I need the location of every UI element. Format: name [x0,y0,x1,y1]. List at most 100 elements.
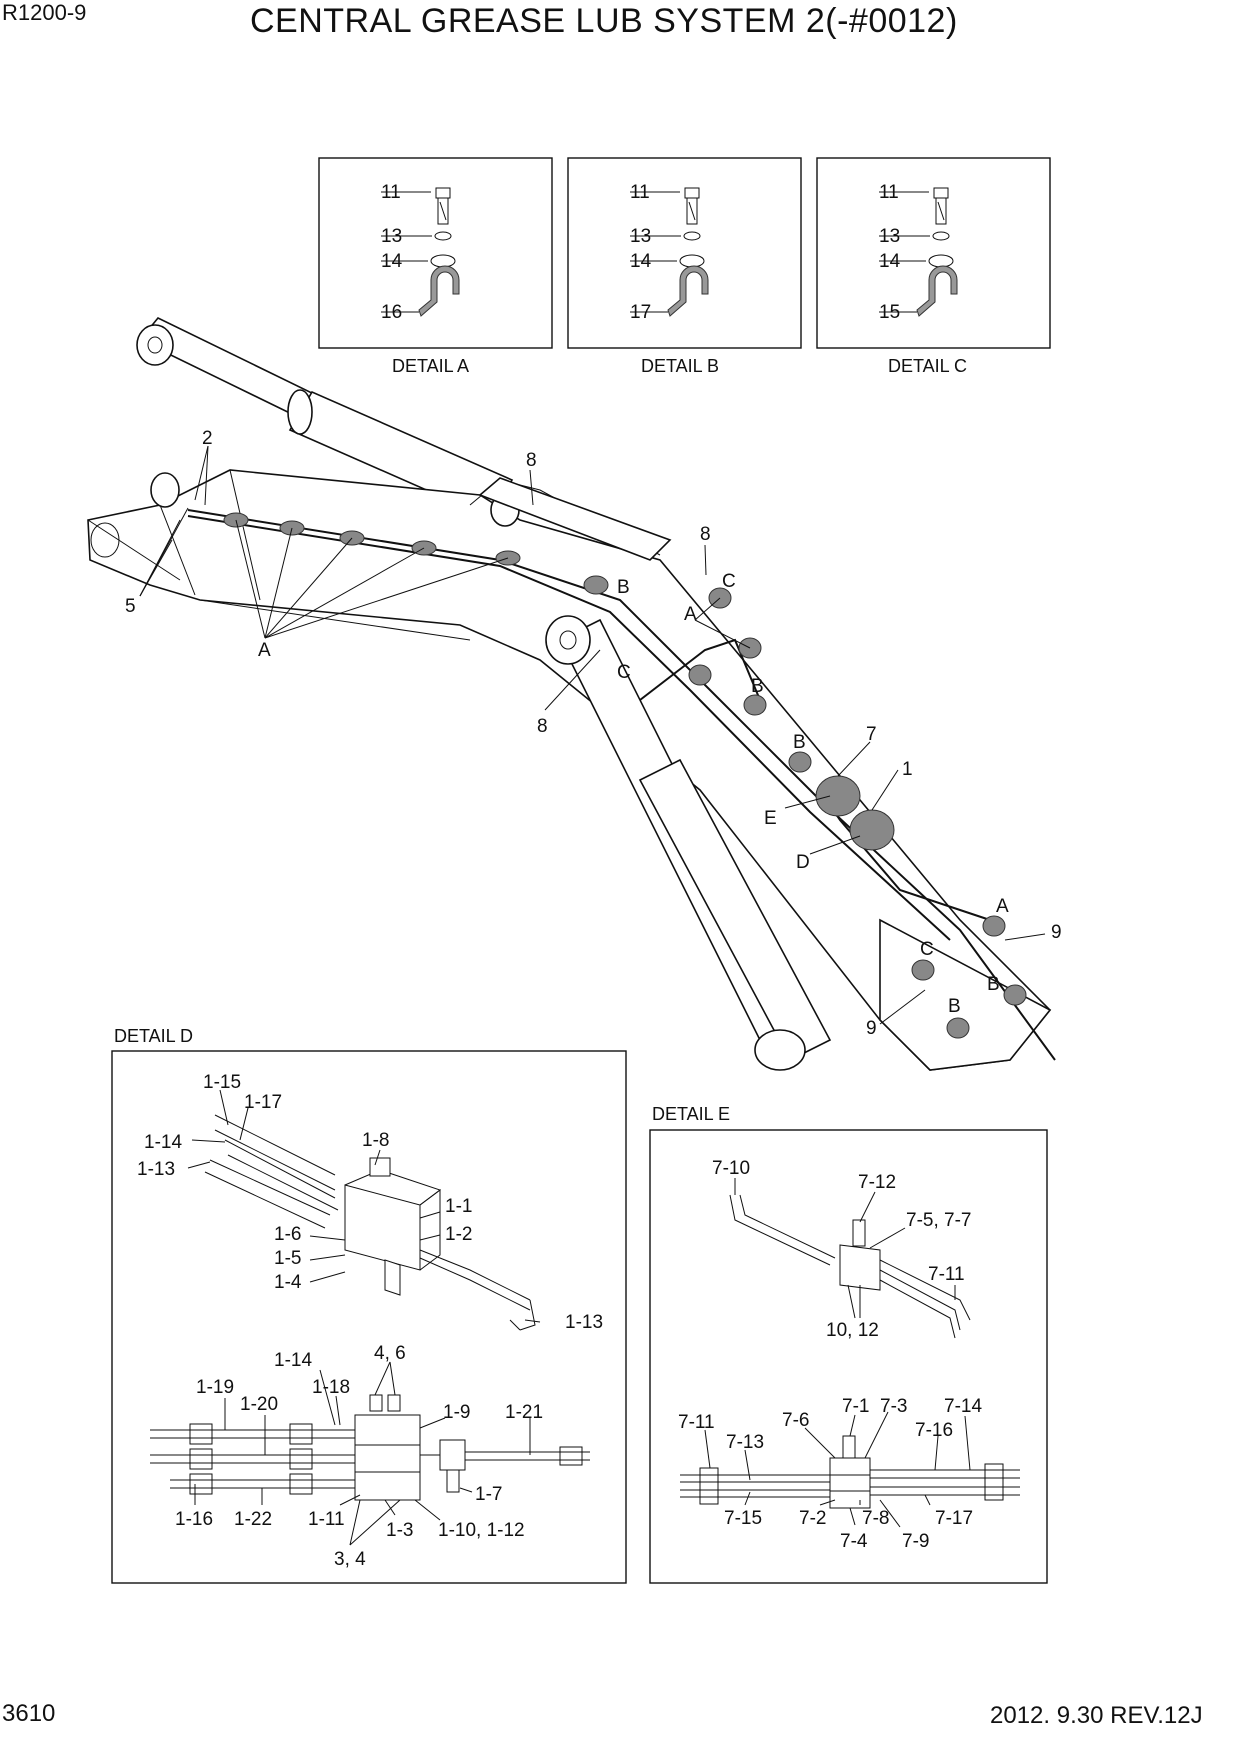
page-title: CENTRAL GREASE LUB SYSTEM 2(-#0012) [250,2,958,40]
detail-d-plan-view [150,1394,590,1501]
detail-e-caption: DETAIL E [652,1104,730,1124]
e-label-7-1: 7-1 [842,1396,869,1417]
e-label-7-10: 7-10 [712,1158,750,1179]
d-label-1-14b: 1-14 [274,1350,312,1371]
detail-a-caption: DETAIL A [392,356,469,376]
callout-c-2: C [617,662,631,683]
callout-c-1: C [722,571,736,592]
e-label-7-8: 7-8 [862,1508,889,1529]
e-label-7-15: 7-15 [724,1508,762,1529]
callout-d: D [796,852,810,873]
e-label-7-5-7-7: 7-5, 7-7 [906,1210,971,1231]
e-label-7-9: 7-9 [902,1531,929,1552]
e-label-7-17: 7-17 [935,1508,973,1529]
detail-d-box: DETAIL D 1-15 1-17 [111,1026,627,1584]
detail-c-caption: DETAIL C [888,356,967,376]
d-label-1-13b: 1-13 [565,1312,603,1333]
d-label-1-20: 1-20 [240,1394,278,1415]
d-label-1-16: 1-16 [175,1509,213,1530]
d-label-4-6: 4, 6 [374,1343,406,1364]
boom-cylinder-eye [545,615,591,665]
e-label-10-12: 10, 12 [826,1320,879,1341]
detail-b-part-11: 11 [630,182,650,203]
d-label-1-9: 1-9 [443,1402,470,1423]
d-label-1-22: 1-22 [234,1509,272,1530]
detail-a-part-13: 13 [381,226,402,247]
d-label-1-19: 1-19 [196,1377,234,1398]
callout-c-3: C [920,939,934,960]
detail-e-iso-view [729,1194,971,1339]
detail-e-plan-leaders [704,1411,971,1528]
detail-b-part-14: 14 [630,251,652,272]
d-label-1-21: 1-21 [505,1402,543,1423]
callout-a-end: A [996,896,1009,917]
boom-arm-assembly: 2 5 A 8 8 8 B C A C B B 7 1 E D A 9 C B … [87,317,1062,1071]
d-label-1-3: 1-3 [386,1520,413,1541]
detail-c-part-13: 13 [879,226,900,247]
detail-c-part-14: 14 [879,251,901,272]
detail-b-part-13: 13 [630,226,651,247]
callout-b-1: B [617,577,630,598]
d-label-1-13: 1-13 [137,1159,175,1180]
e-label-7-2: 7-2 [799,1508,826,1529]
main-leaders [139,445,1046,1025]
detail-b-caption: DETAIL B [641,356,719,376]
detail-b-box: 11 13 14 17 DETAIL B [567,157,802,376]
d-label-1-2: 1-2 [445,1224,472,1245]
d-label-3-4: 3, 4 [334,1549,366,1570]
callout-a-arm: A [684,604,697,625]
detail-c-part-15: 15 [879,302,900,323]
d-label-1-18: 1-18 [312,1377,350,1398]
detail-d-iso-view [204,1114,536,1331]
callout-1: 1 [902,759,913,780]
detail-a-part-16: 16 [381,302,402,323]
detail-e-box: DETAIL E 7-10 7-12 7-5, 7-7 7-11 10, 12 [649,1104,1048,1584]
e-label-7-13: 7-13 [726,1432,764,1453]
grease-line-2 [187,515,951,941]
callout-2: 2 [202,428,213,449]
detail-c-box: 11 13 14 15 DETAIL C [816,157,1051,376]
detail-e-plan-view [680,1435,1020,1509]
detail-a-box: 11 13 14 16 DETAIL A [318,157,553,376]
d-label-1-10-1-12: 1-10, 1-12 [438,1520,525,1541]
d-label-1-17: 1-17 [244,1092,282,1113]
detail-d-marker [849,809,895,851]
d-label-1-11: 1-11 [308,1509,345,1530]
e-label-7-12: 7-12 [858,1172,896,1193]
d-label-1-7: 1-7 [475,1484,502,1505]
callout-7: 7 [866,724,877,745]
callout-b-4: B [987,974,1000,995]
callout-e: E [764,808,777,829]
detail-a-part-14: 14 [381,251,403,272]
callout-b-5: B [948,996,961,1017]
d-label-1-8: 1-8 [362,1130,389,1151]
d-label-1-5: 1-5 [274,1248,301,1269]
d-label-1-4: 1-4 [274,1272,302,1293]
revision-date: 2012. 9.30 REV.12J [990,1702,1203,1729]
callout-8-lower: 8 [537,716,548,737]
callout-9-left: 9 [866,1018,877,1039]
detail-e-iso-leaders [734,1178,956,1319]
e-label-7-11b: 7-11 [678,1412,715,1433]
model-code: R1200-9 [2,0,87,25]
e-label-7-14: 7-14 [944,1396,982,1417]
d-label-1-1: 1-1 [445,1196,472,1217]
page-number: 3610 [2,1700,56,1727]
boom-foot-pin [90,522,120,558]
detail-b-part-17: 17 [630,302,651,323]
d-label-1-14: 1-14 [144,1132,182,1153]
callout-5: 5 [125,596,136,617]
callout-a-boom: A [258,640,271,661]
callout-8-right: 8 [700,524,711,545]
e-label-7-11: 7-11 [928,1264,965,1285]
e-label-7-6: 7-6 [782,1410,809,1431]
detail-a-part-11: 11 [381,182,401,203]
e-label-7-16: 7-16 [915,1420,953,1441]
e-label-7-3: 7-3 [880,1396,907,1417]
callout-b-3: B [793,732,806,753]
detail-c-part-11: 11 [879,182,899,203]
detail-e-marker [815,775,861,817]
e-label-7-4: 7-4 [840,1531,868,1552]
callout-9-right: 9 [1051,922,1062,943]
